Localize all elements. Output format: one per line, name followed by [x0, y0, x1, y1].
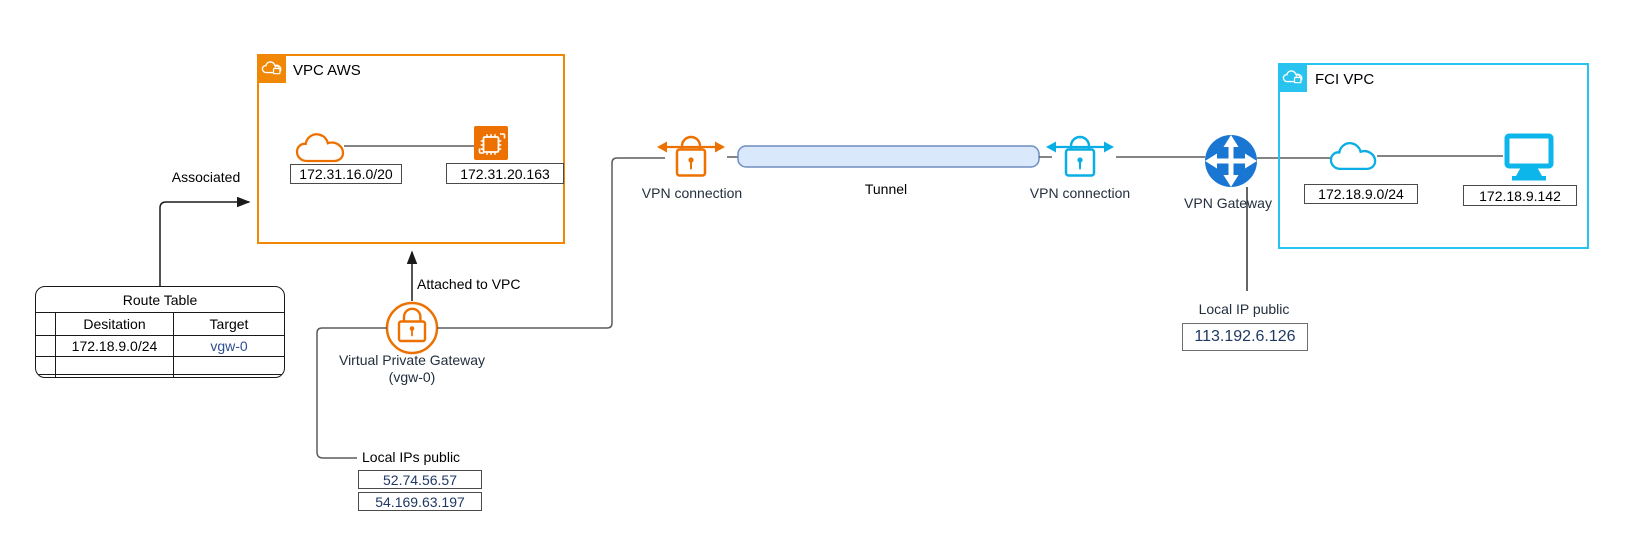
fci-subnet-cloud-icon	[1329, 142, 1377, 170]
route-table: Route Table Desitation Target 172.18.9.0…	[35, 286, 285, 378]
route-table-gutter	[36, 357, 56, 374]
vpn-connection-left-icon	[657, 135, 725, 177]
vpc-aws-title: VPC AWS	[293, 62, 361, 79]
attached-to-vpc-label: Attached to VPC	[417, 276, 521, 292]
local-ip-public-label: Local IP public	[1198, 301, 1290, 317]
route-table-empty-row	[36, 356, 284, 374]
vpn-connection-right-label: VPN connection	[1029, 185, 1131, 201]
gateway-local-ip-box: 113.192.6.126	[1182, 323, 1308, 351]
fci-vpc-icon	[1279, 64, 1307, 92]
aws-subnet-cidr-box: 172.31.16.0/20	[290, 164, 402, 184]
tunnel-label: Tunnel	[864, 181, 908, 197]
connector-vpg-localips	[316, 327, 387, 459]
route-destination-cell: 172.18.9.0/24	[56, 336, 174, 356]
route-table-row: 172.18.9.0/24 vgw-0	[36, 335, 284, 356]
route-table-col-destination: Desitation	[56, 313, 174, 335]
route-table-empty-row	[36, 374, 284, 377]
ec2-instance-icon	[474, 126, 508, 160]
fci-host-ip-box: 172.18.9.142	[1463, 185, 1577, 206]
vpc-aws-border	[257, 54, 565, 244]
vpn-connection-right-icon	[1046, 135, 1114, 177]
route-table-gutter	[36, 313, 56, 335]
route-table-gutter	[36, 336, 56, 356]
vpc-icon	[258, 55, 286, 83]
vpg-label: Virtual Private Gateway	[338, 352, 486, 368]
desktop-icon	[1504, 133, 1554, 181]
aws-subnet-cloud-icon	[295, 133, 345, 163]
local-ip-box-2: 54.169.63.197	[358, 492, 482, 511]
route-target-cell: vgw-0	[210, 338, 248, 354]
fci-vpc-border	[1278, 63, 1589, 249]
associated-label: Associated	[171, 169, 241, 185]
tunnel-shape	[737, 145, 1040, 168]
vpn-gateway-icon	[1205, 135, 1257, 187]
connector-associated	[159, 196, 251, 286]
vpn-gateway-label: VPN Gateway	[1184, 195, 1272, 211]
connector-vpg-vpn	[437, 157, 665, 329]
fci-subnet-cidr-box: 172.18.9.0/24	[1304, 184, 1418, 204]
fci-vpc-title: FCI VPC	[1315, 71, 1375, 88]
vpg-sublabel: (vgw-0)	[388, 369, 436, 385]
route-table-col-target: Target	[209, 316, 249, 332]
aws-instance-ip-box: 172.31.20.163	[446, 163, 564, 184]
local-ips-public-label: Local IPs public	[362, 449, 461, 465]
route-table-title: Route Table	[122, 291, 198, 308]
virtual-private-gateway-icon	[385, 301, 439, 355]
route-table-gutter	[36, 375, 56, 377]
route-table-header-row: Desitation Target	[36, 312, 284, 335]
local-ip-box-1: 52.74.56.57	[358, 470, 482, 489]
vpn-connection-left-label: VPN connection	[641, 185, 743, 201]
